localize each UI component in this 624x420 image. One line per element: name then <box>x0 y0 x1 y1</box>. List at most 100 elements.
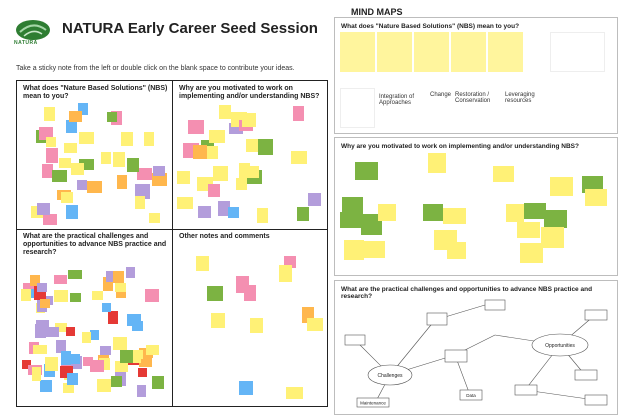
sticky-note[interactable] <box>228 207 239 218</box>
sticky-note[interactable] <box>66 120 77 133</box>
sticky-note[interactable] <box>451 32 486 72</box>
sticky-note[interactable] <box>45 327 59 337</box>
sticky-note[interactable] <box>132 321 143 331</box>
sticky-note[interactable] <box>524 203 546 219</box>
sticky-note[interactable] <box>250 318 263 333</box>
sticky-note[interactable] <box>113 271 124 283</box>
sticky-note[interactable] <box>340 212 361 228</box>
sticky-note[interactable] <box>45 357 58 371</box>
sticky-note[interactable] <box>66 327 75 336</box>
sticky-note[interactable] <box>56 340 66 353</box>
sticky-note[interactable] <box>24 289 38 298</box>
sticky-note[interactable] <box>111 376 122 387</box>
mind-map-panel-nbs-meaning[interactable]: What does "Nature Based Solutions" (NBS)… <box>334 17 618 134</box>
sticky-note[interactable] <box>219 105 231 119</box>
sticky-note[interactable] <box>42 164 53 178</box>
mind-map-panel-motivation[interactable]: Why are you motivated to work on impleme… <box>334 137 618 276</box>
sticky-note[interactable] <box>541 227 564 248</box>
sticky-note[interactable] <box>149 213 160 223</box>
sticky-note[interactable] <box>40 380 52 392</box>
sticky-note[interactable] <box>113 337 127 350</box>
notes-area-motivation[interactable] <box>177 103 325 227</box>
sticky-note[interactable] <box>582 176 603 193</box>
sticky-note[interactable] <box>193 145 207 159</box>
sticky-note[interactable] <box>115 283 126 292</box>
sticky-note[interactable] <box>43 214 57 225</box>
sticky-note[interactable] <box>70 293 81 302</box>
sticky-note[interactable] <box>113 152 125 167</box>
sticky-note[interactable] <box>378 204 396 221</box>
sticky-note[interactable] <box>87 181 102 193</box>
sticky-note[interactable] <box>54 275 67 284</box>
sticky-note[interactable] <box>71 163 84 175</box>
sticky-note[interactable] <box>279 265 292 282</box>
sticky-note[interactable] <box>152 376 164 389</box>
sticky-note[interactable] <box>307 318 323 331</box>
sticky-note[interactable] <box>78 103 88 115</box>
sticky-note[interactable] <box>414 32 449 72</box>
sticky-note[interactable] <box>52 170 67 182</box>
sticky-note[interactable] <box>447 242 466 259</box>
sticky-note[interactable] <box>506 204 524 222</box>
sticky-note[interactable] <box>207 286 223 301</box>
sticky-note[interactable] <box>120 350 133 363</box>
sticky-note[interactable] <box>69 111 82 122</box>
sticky-note[interactable] <box>138 368 147 377</box>
sticky-note[interactable] <box>101 152 111 164</box>
challenges-mind-map[interactable]: Challenges Opportunities Data Maintenanc… <box>335 295 617 413</box>
sticky-note[interactable] <box>37 203 50 215</box>
sticky-note[interactable] <box>443 208 466 224</box>
sticky-note[interactable] <box>152 173 167 186</box>
sticky-note[interactable] <box>126 267 135 278</box>
sticky-note[interactable] <box>144 132 154 146</box>
sticky-note[interactable] <box>340 32 375 72</box>
sticky-note[interactable] <box>82 332 91 343</box>
sticky-note[interactable] <box>68 270 82 279</box>
sticky-note[interactable] <box>77 180 87 190</box>
sticky-note[interactable] <box>488 32 523 72</box>
sticky-note[interactable] <box>102 303 111 312</box>
sticky-note[interactable] <box>257 208 268 223</box>
sticky-note[interactable] <box>33 345 47 354</box>
sticky-note[interactable] <box>208 184 220 197</box>
sticky-note[interactable] <box>344 240 364 260</box>
sticky-note[interactable] <box>423 204 443 221</box>
sticky-board[interactable]: What does "Nature Based Solutions" (NBS)… <box>16 80 328 407</box>
sticky-note[interactable] <box>115 361 128 372</box>
sticky-note[interactable] <box>135 184 150 199</box>
sticky-note[interactable] <box>196 256 209 271</box>
sticky-note[interactable] <box>209 130 225 143</box>
sticky-note[interactable] <box>198 206 211 218</box>
sticky-note[interactable] <box>355 162 378 180</box>
sticky-note[interactable] <box>177 171 190 184</box>
sticky-note[interactable] <box>67 373 78 385</box>
sticky-note[interactable] <box>145 289 159 302</box>
sticky-note[interactable] <box>258 139 273 155</box>
sticky-note[interactable] <box>239 163 250 178</box>
sticky-note[interactable] <box>146 345 159 355</box>
sticky-note[interactable] <box>103 277 113 291</box>
sticky-note[interactable] <box>21 289 31 301</box>
sticky-note[interactable] <box>30 275 40 286</box>
sticky-note[interactable] <box>137 168 152 180</box>
sticky-note[interactable] <box>108 311 118 324</box>
sticky-note[interactable] <box>37 283 47 292</box>
sticky-note[interactable] <box>236 178 247 190</box>
sticky-note[interactable] <box>117 175 127 189</box>
sticky-note[interactable] <box>63 383 74 393</box>
sticky-note[interactable] <box>242 113 256 127</box>
sticky-note[interactable] <box>79 132 94 144</box>
sticky-note[interactable] <box>90 360 104 372</box>
sticky-note[interactable] <box>585 189 607 206</box>
sticky-note[interactable] <box>67 354 80 364</box>
sticky-note[interactable] <box>361 214 382 235</box>
sticky-note[interactable] <box>229 123 243 134</box>
sticky-note[interactable] <box>286 387 303 399</box>
sticky-note[interactable] <box>246 139 258 152</box>
sticky-note[interactable] <box>127 158 139 172</box>
sticky-note[interactable] <box>239 381 253 395</box>
sticky-note[interactable] <box>137 385 146 397</box>
sticky-note[interactable] <box>297 207 309 221</box>
sticky-note[interactable] <box>40 299 50 308</box>
sticky-note[interactable] <box>46 137 56 147</box>
